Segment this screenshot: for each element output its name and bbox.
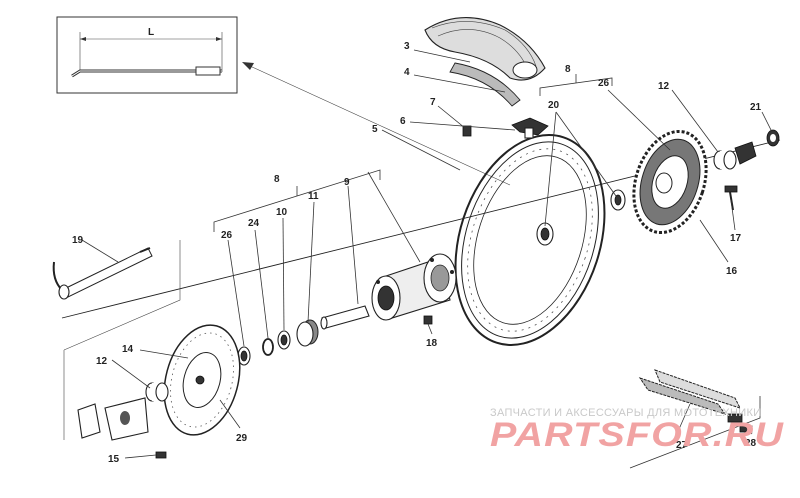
spacer-left <box>145 382 169 402</box>
callout-5: 5 <box>372 124 378 135</box>
callout-4: 4 <box>404 67 410 78</box>
callout-26-left: 26 <box>221 230 233 241</box>
callout-24: 24 <box>248 218 260 229</box>
rim-lock <box>511 117 549 139</box>
brake-disc <box>163 324 241 436</box>
bearing-11 <box>296 319 319 347</box>
left-subassembly-outline <box>63 240 181 440</box>
callout-3: 3 <box>404 41 410 52</box>
spacer-right <box>713 150 737 170</box>
callout-17: 17 <box>730 233 742 244</box>
watermark: ЗАПЧАСТИ И АКСЕССУАРЫ ДЛЯ МОТОТЕХНИКИ PA… <box>490 407 785 454</box>
spoke-drawing <box>71 66 222 78</box>
drive-chain <box>638 369 753 433</box>
watermark-caption: ЗАПЧАСТИ И АКСЕССУАРЫ ДЛЯ МОТОТЕХНИКИ <box>490 407 761 419</box>
callout-27: 27 <box>676 440 688 451</box>
axle <box>52 247 153 300</box>
callout-26-right: 26 <box>598 78 610 89</box>
dimension-label: L <box>148 27 154 38</box>
bearing-right-rim <box>610 189 626 211</box>
chain-adjuster-right <box>734 141 757 165</box>
spoke-length-inset: L <box>56 16 238 94</box>
callout-9: 9 <box>344 177 350 188</box>
callout-14: 14 <box>122 344 134 355</box>
callout-18: 18 <box>426 338 438 349</box>
callout-16: 16 <box>726 266 738 277</box>
callout-29: 29 <box>236 433 248 444</box>
bearing-left-rim <box>536 222 554 246</box>
hub-nut <box>423 315 433 325</box>
chain-adjuster-left <box>77 397 149 441</box>
callout-12-right: 12 <box>658 81 670 92</box>
callout-7: 7 <box>430 97 436 108</box>
callout-8-left: 8 <box>274 174 280 185</box>
callout-11: 11 <box>308 191 319 202</box>
inset-pointer-arrow <box>242 62 511 186</box>
bearing-10 <box>277 330 291 350</box>
circlip-24 <box>262 338 274 356</box>
callout-6: 6 <box>400 116 406 127</box>
disc-screw <box>155 451 167 459</box>
leader-lines <box>81 49 773 459</box>
callout-8-right: 8 <box>565 64 571 75</box>
callout-10: 10 <box>276 207 288 218</box>
callout-labels: 3 4 6 7 5 8 20 26 12 21 17 16 8 26 24 10… <box>72 41 762 465</box>
callout-12-left: 12 <box>96 356 108 367</box>
callout-20: 20 <box>548 100 560 111</box>
hub <box>371 253 457 321</box>
group-bracket-chain <box>629 396 761 469</box>
sprocket-bolt <box>724 185 738 211</box>
seal-26 <box>237 346 251 366</box>
tire <box>424 17 546 81</box>
callout-15: 15 <box>108 454 120 465</box>
sprocket <box>632 129 708 235</box>
axle-nut <box>766 129 780 147</box>
group-bracket-right <box>539 74 613 96</box>
rim-band <box>449 62 521 107</box>
spacer-tube <box>320 305 370 330</box>
group-bracket-left <box>213 169 381 232</box>
callout-19: 19 <box>72 235 84 246</box>
callout-21: 21 <box>750 102 762 113</box>
callout-28: 28 <box>745 438 757 449</box>
watermark-brand: PARTSFOR.RU <box>490 416 785 454</box>
rim <box>454 134 606 346</box>
